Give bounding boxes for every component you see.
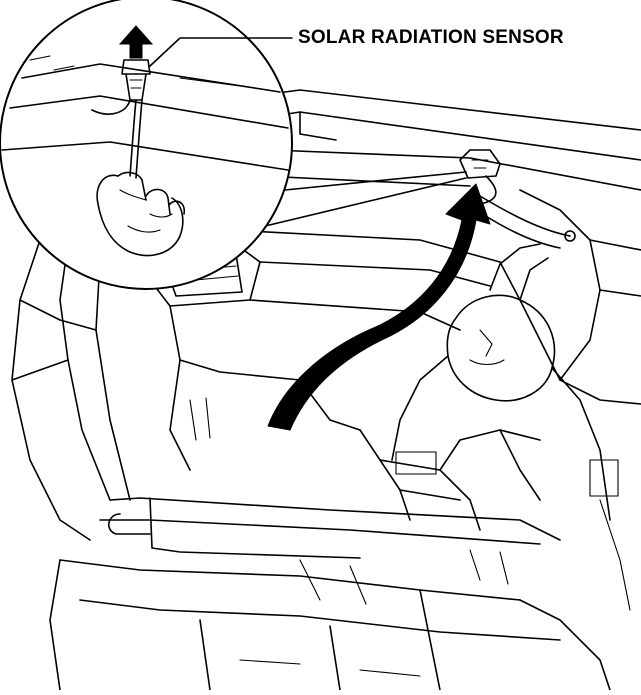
sensor-label: SOLAR RADIATION SENSOR <box>298 27 564 48</box>
sensor-location <box>459 149 501 205</box>
arrow-up-icon <box>118 25 154 59</box>
callout-leader-lines <box>239 171 467 233</box>
detail-magnified-view <box>0 0 293 290</box>
curved-arrow-icon <box>267 183 491 431</box>
